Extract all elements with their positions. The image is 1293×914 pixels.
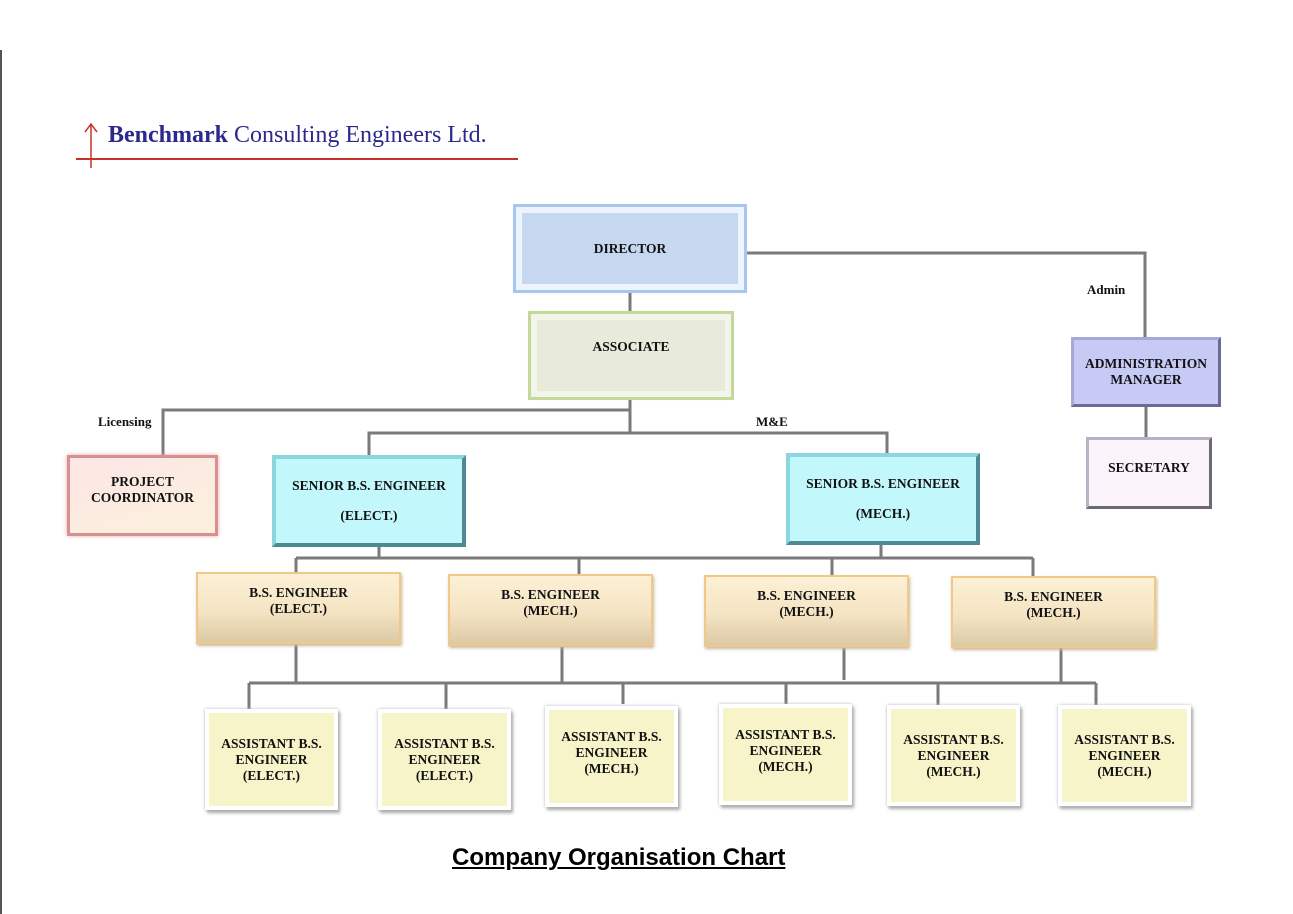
node-label: (MECH.) xyxy=(926,763,981,779)
node-administration-manager: ADMINISTRATION MANAGER xyxy=(1071,337,1221,407)
node-label: (ELECT.) xyxy=(242,767,301,783)
connector-licensing xyxy=(161,408,630,455)
node-label: ASSISTANT B.S. xyxy=(394,735,495,751)
node-label: (MECH.) xyxy=(523,603,578,618)
connector-label-me: M&E xyxy=(756,414,788,429)
node-associate: ASSOCIATE xyxy=(528,311,734,400)
node-label: B.S. ENGINEER xyxy=(757,588,856,603)
node-label: (MECH.) xyxy=(1026,605,1081,620)
node-label: ENGINEER xyxy=(235,751,308,767)
node-assistant-engineer: ASSISTANT B.S. ENGINEER (MECH.) xyxy=(887,705,1020,806)
chart-title: Company Organisation Chart xyxy=(452,844,786,871)
node-label: (ELECT.) xyxy=(340,508,398,523)
node-label: ASSISTANT B.S. xyxy=(561,728,662,744)
company-name-rest: Consulting Engineers Ltd. xyxy=(228,122,487,148)
node-bs-engineer: B.S. ENGINEER (MECH.) xyxy=(704,575,909,647)
node-bs-engineer: B.S. ENGINEER (MECH.) xyxy=(448,574,653,646)
node-label: ASSOCIATE xyxy=(592,338,670,354)
node-assistant-engineer: ASSISTANT B.S. ENGINEER (ELECT.) xyxy=(205,709,338,810)
node-label: B.S. ENGINEER xyxy=(501,587,600,602)
node-secretary: SECRETARY xyxy=(1086,437,1212,509)
node-label: (MECH.) xyxy=(758,758,813,774)
node-bs-engineer: B.S. ENGINEER (MECH.) xyxy=(951,576,1156,648)
connector-me xyxy=(367,431,889,455)
node-label: ASSISTANT B.S. xyxy=(1074,731,1175,747)
node-label: ENGINEER xyxy=(749,742,822,758)
arrow-up-icon xyxy=(84,122,98,168)
node-label: ENGINEER xyxy=(408,751,481,767)
node-assistant-engineer: ASSISTANT B.S. ENGINEER (ELECT.) xyxy=(378,709,511,810)
node-label: MANAGER xyxy=(1110,372,1182,387)
node-label: ENGINEER xyxy=(575,744,648,760)
node-label: SENIOR B.S. ENGINEER xyxy=(806,476,960,491)
connector-director-admin xyxy=(744,251,1147,337)
node-label: ASSISTANT B.S. xyxy=(221,735,322,751)
node-label: (MECH.) xyxy=(779,604,834,619)
node-label: (MECH.) xyxy=(855,506,911,521)
page-edge xyxy=(0,50,2,914)
node-label: (MECH.) xyxy=(584,760,639,776)
company-name: Benchmark Consulting Engineers Ltd. xyxy=(108,122,487,149)
node-label: PROJECT xyxy=(110,473,174,489)
node-label: ADMINISTRATION xyxy=(1084,356,1207,371)
node-label: (ELECT.) xyxy=(269,601,328,616)
node-label: ASSISTANT B.S. xyxy=(903,731,1004,747)
node-senior-engineer-elect: SENIOR B.S. ENGINEER (ELECT.) xyxy=(272,455,466,547)
connector-label-licensing: Licensing xyxy=(98,414,152,429)
node-label: SENIOR B.S. ENGINEER xyxy=(292,478,446,493)
node-project-coordinator: PROJECT COORDINATOR xyxy=(67,455,218,536)
company-logo: Benchmark Consulting Engineers Ltd. xyxy=(76,118,521,170)
node-label: (MECH.) xyxy=(1097,763,1152,779)
node-label: ENGINEER xyxy=(1088,747,1161,763)
connector-label-admin: Admin xyxy=(1087,282,1126,297)
company-name-bold: Benchmark xyxy=(108,122,228,148)
node-assistant-engineer: ASSISTANT B.S. ENGINEER (MECH.) xyxy=(1058,705,1191,806)
node-label: ASSISTANT B.S. xyxy=(735,726,836,742)
node-label: ENGINEER xyxy=(917,747,990,763)
node-label: (ELECT.) xyxy=(415,767,474,783)
node-director: DIRECTOR xyxy=(513,204,747,293)
node-assistant-engineer: ASSISTANT B.S. ENGINEER (MECH.) xyxy=(719,704,852,805)
node-label: B.S. ENGINEER xyxy=(1004,589,1103,604)
node-label: DIRECTOR xyxy=(593,240,667,256)
node-senior-engineer-mech: SENIOR B.S. ENGINEER (MECH.) xyxy=(786,453,980,545)
node-label: COORDINATOR xyxy=(90,489,194,505)
node-bs-engineer: B.S. ENGINEER (ELECT.) xyxy=(196,572,401,644)
node-label: SECRETARY xyxy=(1108,460,1190,475)
node-assistant-engineer: ASSISTANT B.S. ENGINEER (MECH.) xyxy=(545,706,678,807)
logo-underline xyxy=(76,158,518,160)
node-label: B.S. ENGINEER xyxy=(249,585,348,600)
